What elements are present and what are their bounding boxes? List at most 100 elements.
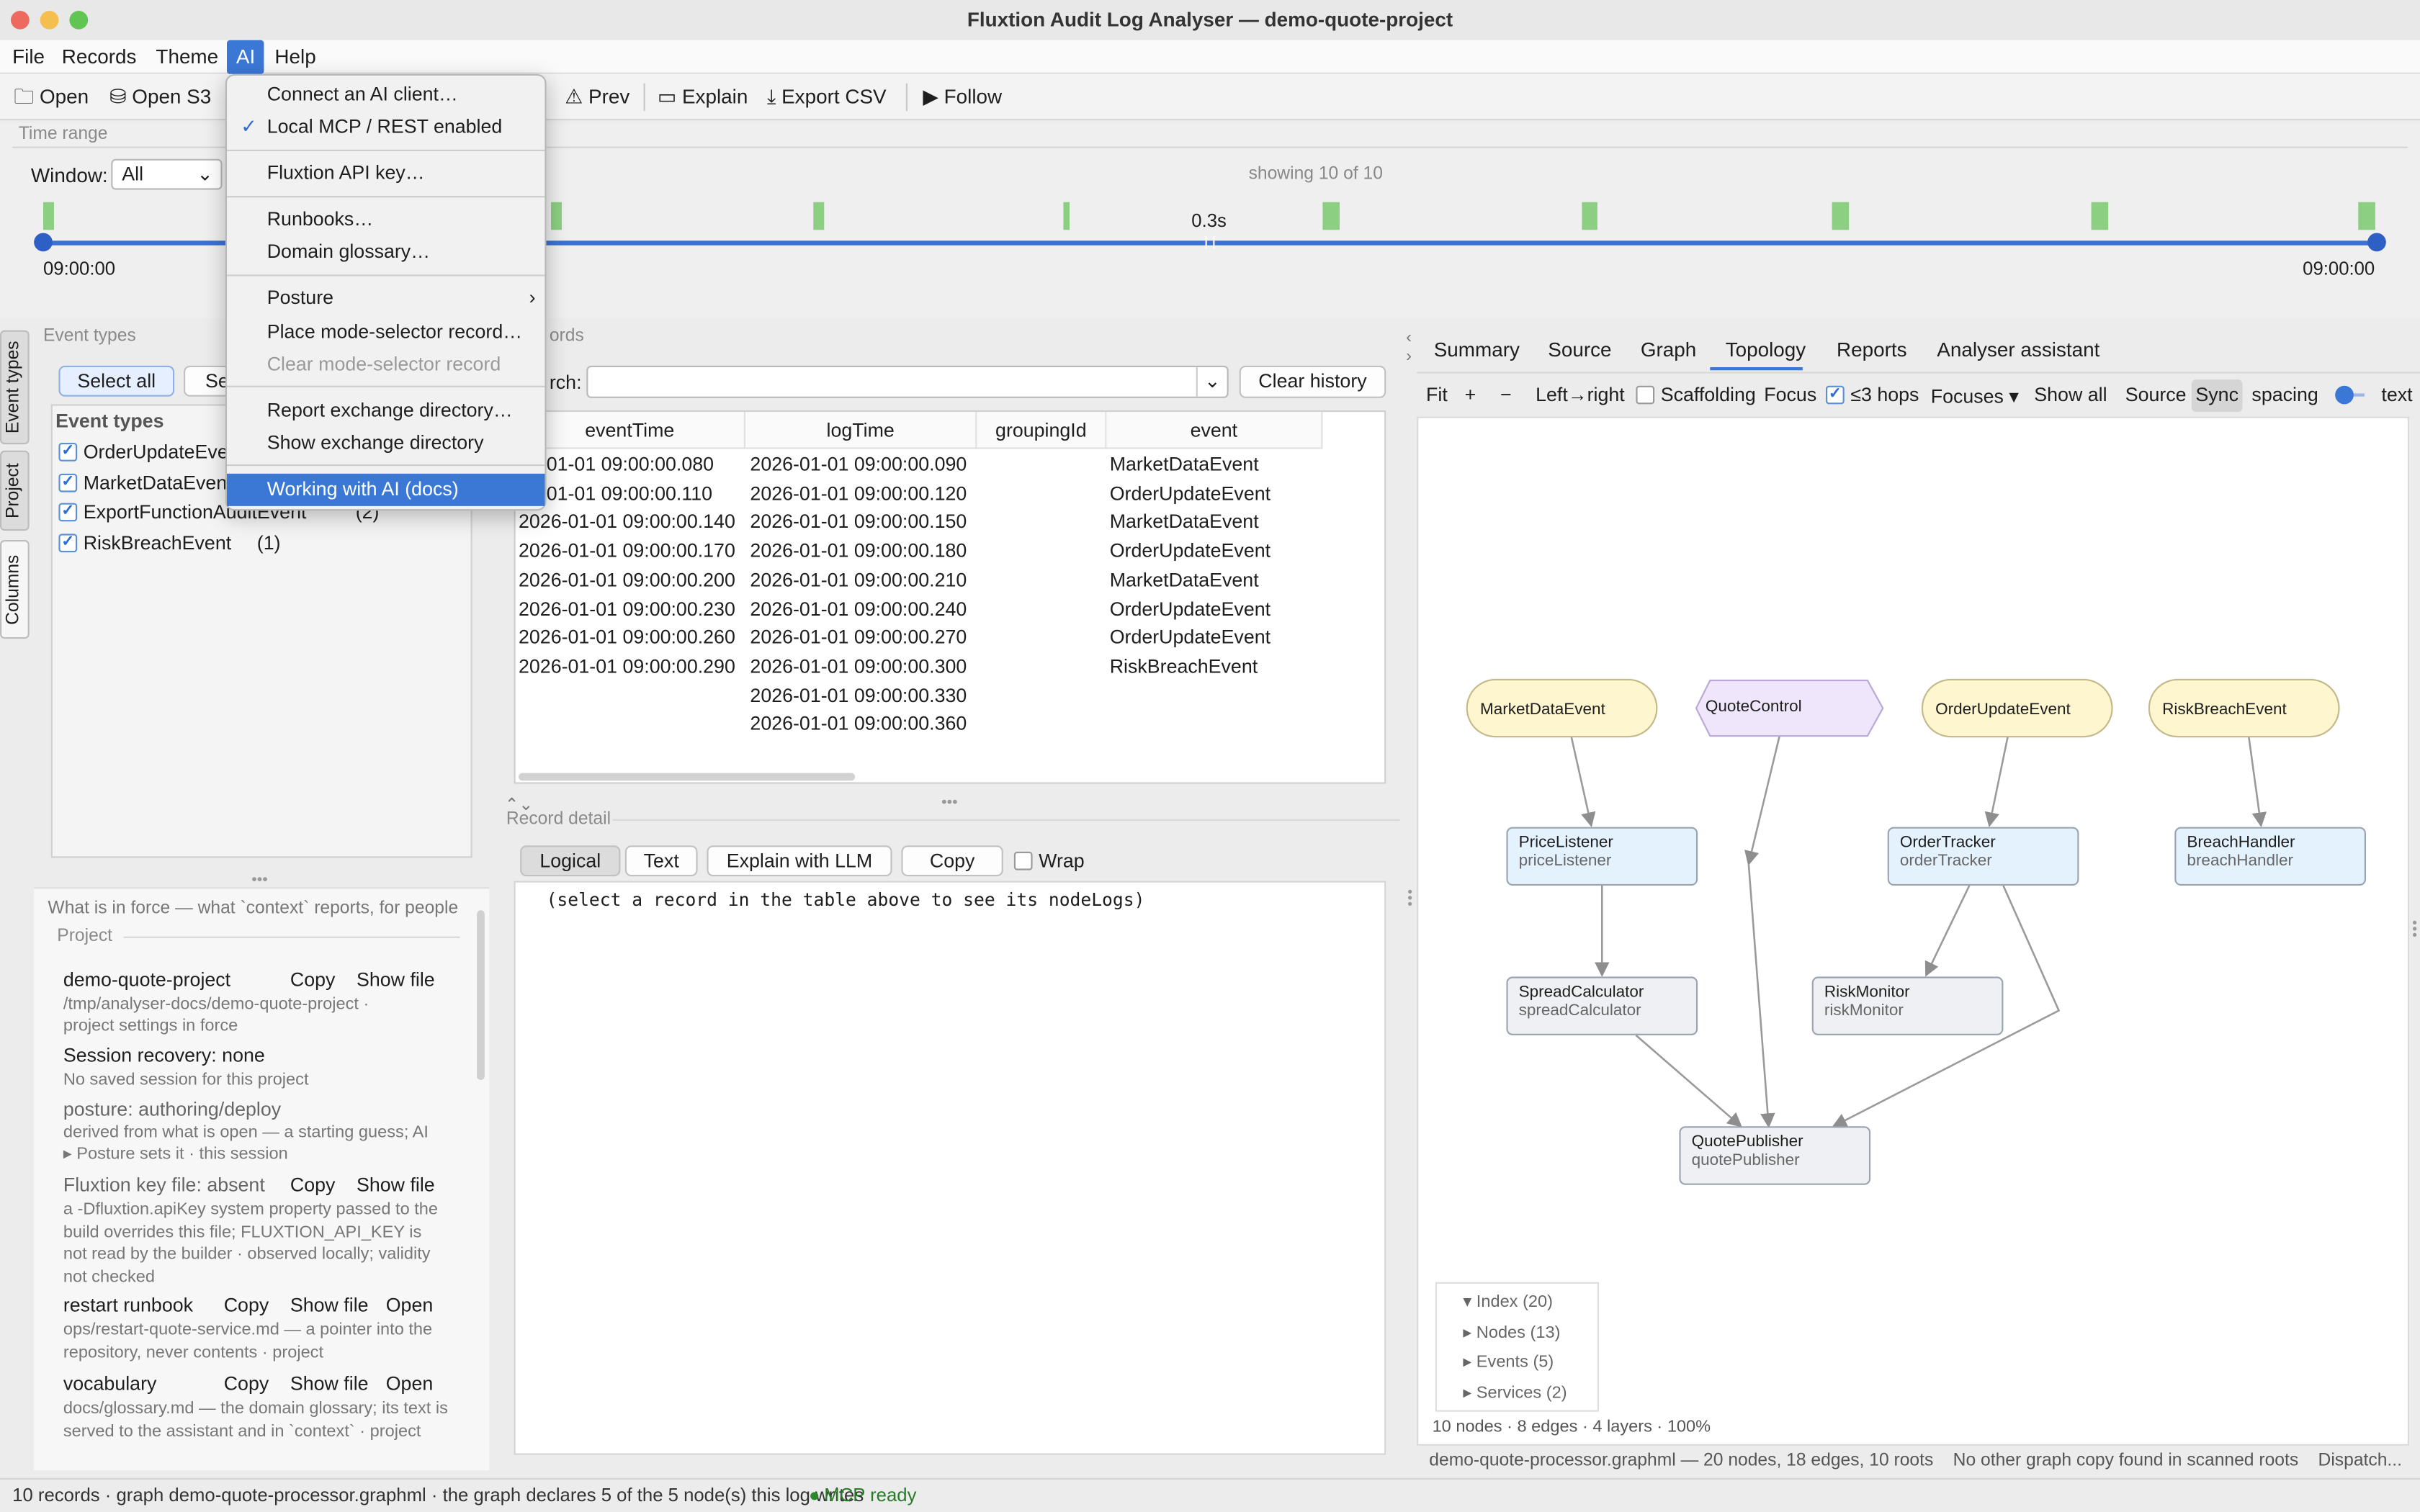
ai-menu-item[interactable]: Runbooks… — [227, 204, 544, 236]
control-node-shape[interactable] — [1695, 679, 1886, 737]
event-type-checkbox[interactable]: ✓ — [58, 443, 78, 462]
export-csv-button[interactable]: ⤓ Export CSV — [767, 84, 887, 108]
event-node-riskbreach[interactable]: RiskBreachEvent — [2148, 678, 2340, 738]
menu-ai[interactable]: AI — [227, 40, 265, 74]
posture-link[interactable]: ▸ Posture sets it · this session — [63, 1145, 288, 1164]
side-tab-columns[interactable]: Columns — [0, 540, 30, 639]
event-type-checkbox[interactable]: ✓ — [58, 533, 78, 552]
hops-checkbox[interactable]: ✓ — [1826, 385, 1845, 405]
project-scrollbar[interactable] — [477, 910, 485, 1080]
collapse-toggle[interactable]: ⌃⌄ — [504, 796, 534, 815]
spacing-slider-handle[interactable] — [2335, 385, 2354, 405]
ai-menu-item[interactable]: Clear mode-selector record — [227, 348, 544, 381]
menu-help[interactable]: Help — [274, 45, 316, 68]
column-header-groupingid[interactable]: groupingId — [977, 412, 1107, 449]
tab-graph[interactable]: Graph — [1640, 338, 1697, 361]
ai-menu-item[interactable]: Domain glossary… — [227, 236, 544, 269]
source-button[interactable]: Source — [2125, 384, 2187, 406]
menu-file[interactable]: File — [12, 45, 45, 68]
tab-logical[interactable]: Logical — [520, 845, 621, 877]
column-header-eventtime[interactable]: eventTime — [515, 412, 745, 449]
record-detail-area[interactable] — [514, 881, 1386, 1455]
cursor-handle[interactable] — [1205, 235, 1215, 248]
time-slider-start-handle[interactable] — [34, 233, 53, 252]
search-input[interactable]: ⌄ — [586, 365, 1229, 398]
ai-menu-item[interactable]: Place mode-selector record… — [227, 316, 544, 348]
prev-warning-button[interactable]: ⚠ Prev — [565, 84, 630, 108]
copy-button[interactable]: Copy — [901, 845, 1003, 877]
menu-records[interactable]: Records — [61, 45, 137, 68]
panel-collapse-arrows[interactable]: ‹› — [1406, 328, 1412, 366]
graph-index-item[interactable]: ▸ Nodes (13) — [1463, 1321, 1560, 1342]
sync-toggle[interactable]: Sync — [2191, 379, 2243, 413]
copy-link[interactable]: Copy — [290, 1174, 336, 1196]
show-file-link[interactable]: Show file — [356, 968, 435, 991]
open-button[interactable]: 🗀 Open — [14, 84, 89, 108]
explain-with-llm-button[interactable]: Explain with LLM — [707, 845, 892, 877]
window-select[interactable]: All⌄ — [111, 158, 223, 190]
copy-link[interactable]: Copy — [290, 968, 336, 991]
tab-source[interactable]: Source — [1548, 338, 1612, 361]
ai-menu-item[interactable]: Show exchange directory — [227, 428, 544, 460]
chevron-down-icon[interactable]: ⌄ — [1196, 366, 1227, 397]
time-slider-end-handle[interactable] — [2367, 233, 2386, 252]
event-node-orderupdate[interactable]: OrderUpdateEvent — [1921, 678, 2113, 738]
show-file-link[interactable]: Show file — [290, 1373, 369, 1395]
menu-theme[interactable]: Theme — [156, 45, 219, 68]
tab-text[interactable]: Text — [624, 845, 698, 877]
column-header-logtime[interactable]: logTime — [745, 412, 977, 449]
direction-button[interactable]: Left→right — [1536, 384, 1625, 406]
topology-canvas[interactable] — [1417, 416, 2409, 1446]
open-link[interactable]: Open — [385, 1294, 434, 1316]
open-s3-button[interactable]: ⛁ Open S3 — [109, 84, 212, 108]
side-tab-event-types[interactable]: Event types — [0, 330, 30, 445]
side-tab-project[interactable]: Project — [0, 450, 30, 531]
table-row[interactable]: 2026-01-01 09:00:00.330 — [516, 681, 1384, 710]
time-slider-track[interactable] — [41, 240, 2377, 246]
follow-button[interactable]: ▶ Follow — [923, 84, 1003, 108]
ai-menu-item[interactable]: Working with AI (docs) — [227, 473, 545, 506]
zoom-in-button[interactable]: + — [1464, 384, 1476, 406]
ai-menu-item[interactable]: ✓Local MCP / REST enabled — [227, 111, 544, 143]
ai-menu-item[interactable]: Connect an AI client… — [227, 78, 544, 111]
splitter-handle[interactable]: ••• — [941, 794, 958, 812]
splitter-handle[interactable]: ••• — [1407, 883, 1413, 912]
minimize-window-button[interactable] — [40, 11, 59, 30]
copy-link[interactable]: Copy — [223, 1373, 269, 1395]
tab-summary[interactable]: Summary — [1433, 338, 1520, 361]
close-window-button[interactable] — [11, 11, 30, 30]
select-all-button[interactable]: Select all — [58, 365, 175, 397]
ai-menu-item[interactable]: Posture› — [227, 282, 544, 315]
column-header-event[interactable]: event — [1106, 412, 1323, 449]
open-link[interactable]: Open — [385, 1373, 434, 1395]
wrap-checkbox[interactable] — [1013, 851, 1033, 870]
focuses-dropdown[interactable]: Focuses ▾ — [1930, 385, 2019, 408]
show-file-link[interactable]: Show file — [290, 1294, 369, 1316]
scaffolding-checkbox[interactable] — [1636, 385, 1655, 405]
graph-index-item[interactable]: ▸ Events (5) — [1463, 1351, 1554, 1372]
tab-topology[interactable]: Topology — [1725, 338, 1806, 361]
ai-menu-item[interactable]: Report exchange directory… — [227, 395, 544, 428]
graph-index-item[interactable]: ▸ Services (2) — [1463, 1382, 1567, 1402]
show-file-link[interactable]: Show file — [356, 1174, 435, 1196]
explain-button[interactable]: ▭ Explain — [657, 84, 748, 108]
event-type-checkbox[interactable]: ✓ — [58, 472, 78, 492]
event-node-marketdata[interactable]: MarketDataEvent — [1466, 678, 1658, 738]
control-node-quotecontrol[interactable]: QuoteControl — [1705, 697, 1802, 716]
copy-link[interactable]: Copy — [223, 1294, 269, 1316]
table-hscrollbar[interactable] — [519, 773, 856, 781]
